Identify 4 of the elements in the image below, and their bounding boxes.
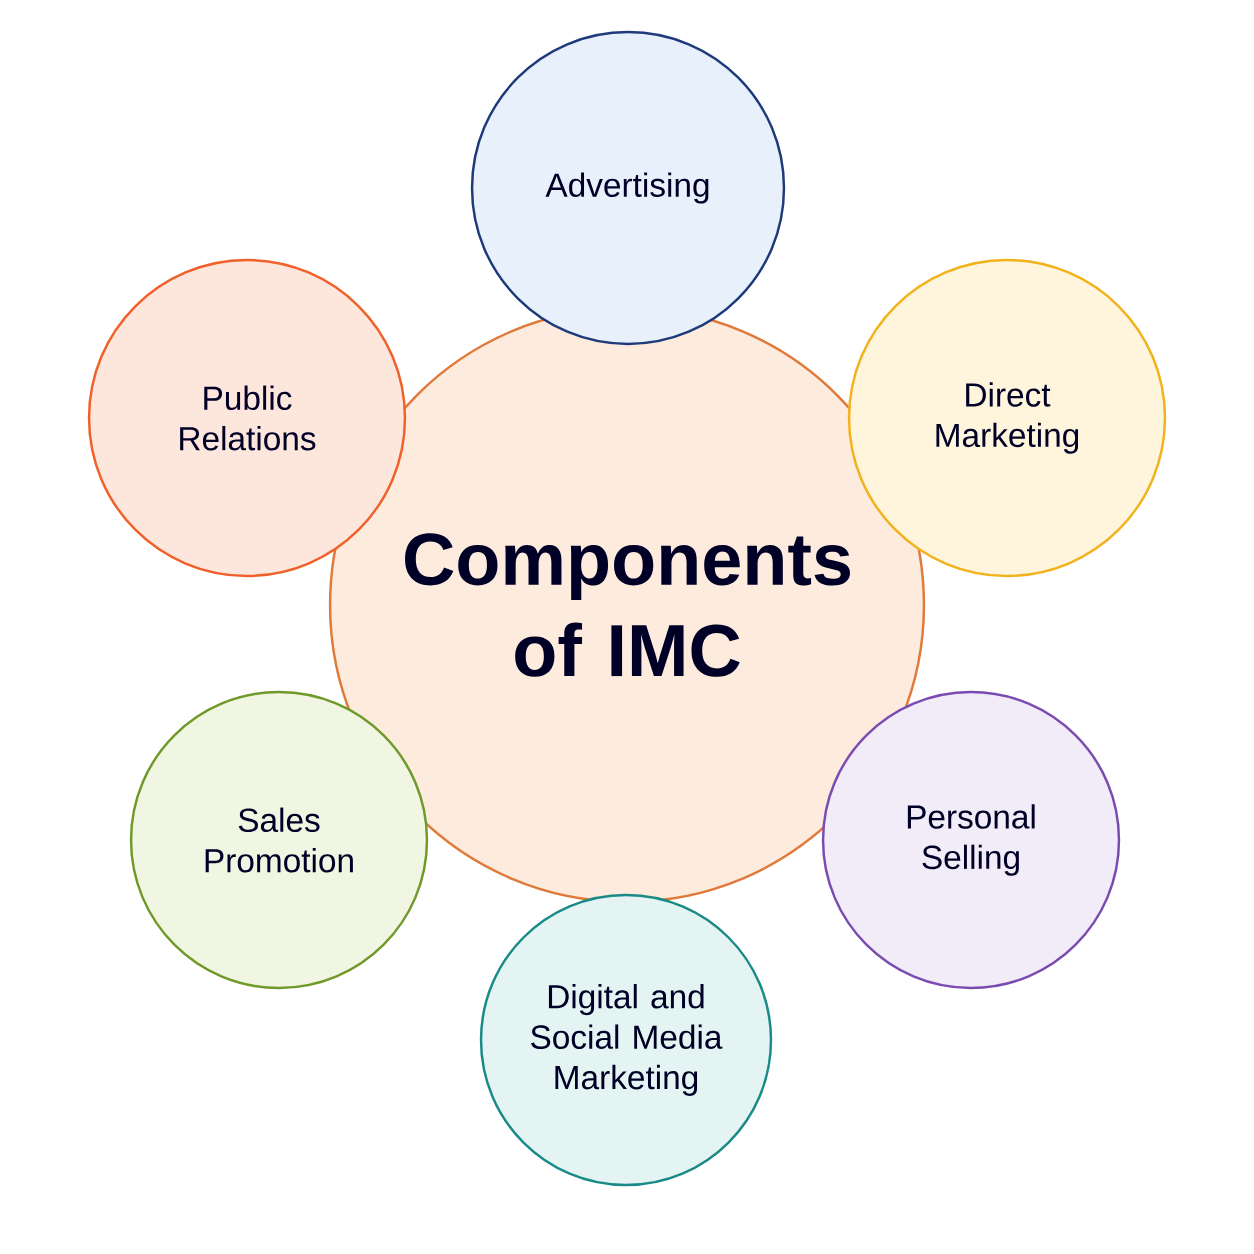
circle-node: Advertising <box>470 30 786 346</box>
circle-node: Personal Selling <box>821 690 1121 990</box>
circle-node: Digital and Social Media Marketing <box>479 893 773 1187</box>
circle-node: Sales Promotion <box>129 690 429 990</box>
